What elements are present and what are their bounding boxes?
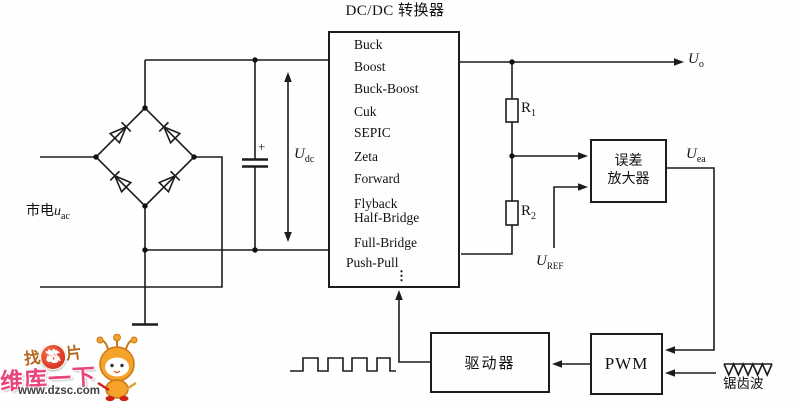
arrow-driver-converter [395, 290, 403, 300]
driver-label: 驱动器 [464, 356, 516, 372]
converter-topology: Half-Bridge [354, 210, 420, 225]
arrow-uref [578, 183, 588, 191]
arrow-udc-down [284, 232, 292, 242]
diode-icon [108, 121, 132, 145]
error-amp-label-line1: 误差 [614, 153, 643, 169]
converter-topology: Buck-Boost [354, 81, 419, 96]
pwm-label: PWM [604, 354, 649, 373]
resistor-r2-icon [505, 200, 519, 226]
diode-icon [157, 170, 181, 194]
converter-topology: Zeta [354, 149, 378, 164]
mains-label: 市电uac [26, 204, 70, 222]
converter-topology: Boost [354, 59, 386, 74]
junction-dots [93, 57, 515, 253]
converter-topology: Full-Bridge [354, 235, 417, 250]
r2-return-wire [461, 225, 513, 255]
pulse-train-icon [290, 357, 396, 372]
ellipsis: ⋮ [395, 268, 408, 283]
r1-label: R1 [521, 100, 537, 119]
converter-topology: SEPIC [354, 125, 391, 140]
pwm-box: PWM [590, 333, 663, 395]
error-amp-label-line2: 放大器 [607, 172, 650, 187]
driver-box: 驱动器 [430, 332, 550, 393]
error-amplifier-box: 误差 放大器 [590, 139, 667, 203]
converter-topology: Cuk [354, 104, 377, 119]
converter-topology: Buck [354, 37, 383, 52]
diode-icon [109, 170, 133, 194]
uo-label: Uo [688, 51, 704, 70]
arrowheads [284, 58, 684, 377]
sawtooth-wave-icon [723, 361, 773, 378]
driver-converter-wire [398, 297, 430, 363]
watermark: 找芯片 维库一下 www.dzsc.com [0, 334, 162, 402]
arrow-udc-up [284, 72, 292, 82]
arrow-saw-pwm [665, 369, 675, 377]
arrow-uea-pwm [665, 346, 675, 354]
capacitor-icon [242, 60, 268, 250]
arrow-feedback [578, 152, 588, 160]
capacitor-plus-label: + [258, 139, 266, 154]
converter-topology: Flyback [354, 196, 398, 211]
uref-wire [553, 186, 582, 248]
arrow-uo [674, 58, 684, 66]
resistor-r1-icon [505, 98, 519, 123]
ac-input-wire-bottom [40, 156, 223, 288]
udc-label: Udc [294, 146, 315, 165]
uea-label: Uea [686, 146, 706, 165]
arrow-pwm-driver [552, 360, 562, 368]
mascot-icon [96, 334, 138, 402]
dcdc-converter-box: Buck Boost Buck-Boost Cuk SEPIC Zeta For… [328, 31, 460, 288]
diode-icon [158, 121, 182, 145]
bridge-rectifier-diamond [94, 106, 196, 208]
r2-label: R2 [521, 203, 537, 222]
diagram-title: DC/DC 转换器 [345, 3, 445, 19]
uref-label: UREF [536, 253, 564, 271]
sawtooth-label: 锯齿波 [723, 376, 764, 391]
uea-wire [667, 167, 715, 351]
converter-topology: Forward [354, 171, 400, 186]
converter-topology: Push-Pull [346, 255, 399, 270]
watermark-url: www.dzsc.com [18, 385, 101, 397]
